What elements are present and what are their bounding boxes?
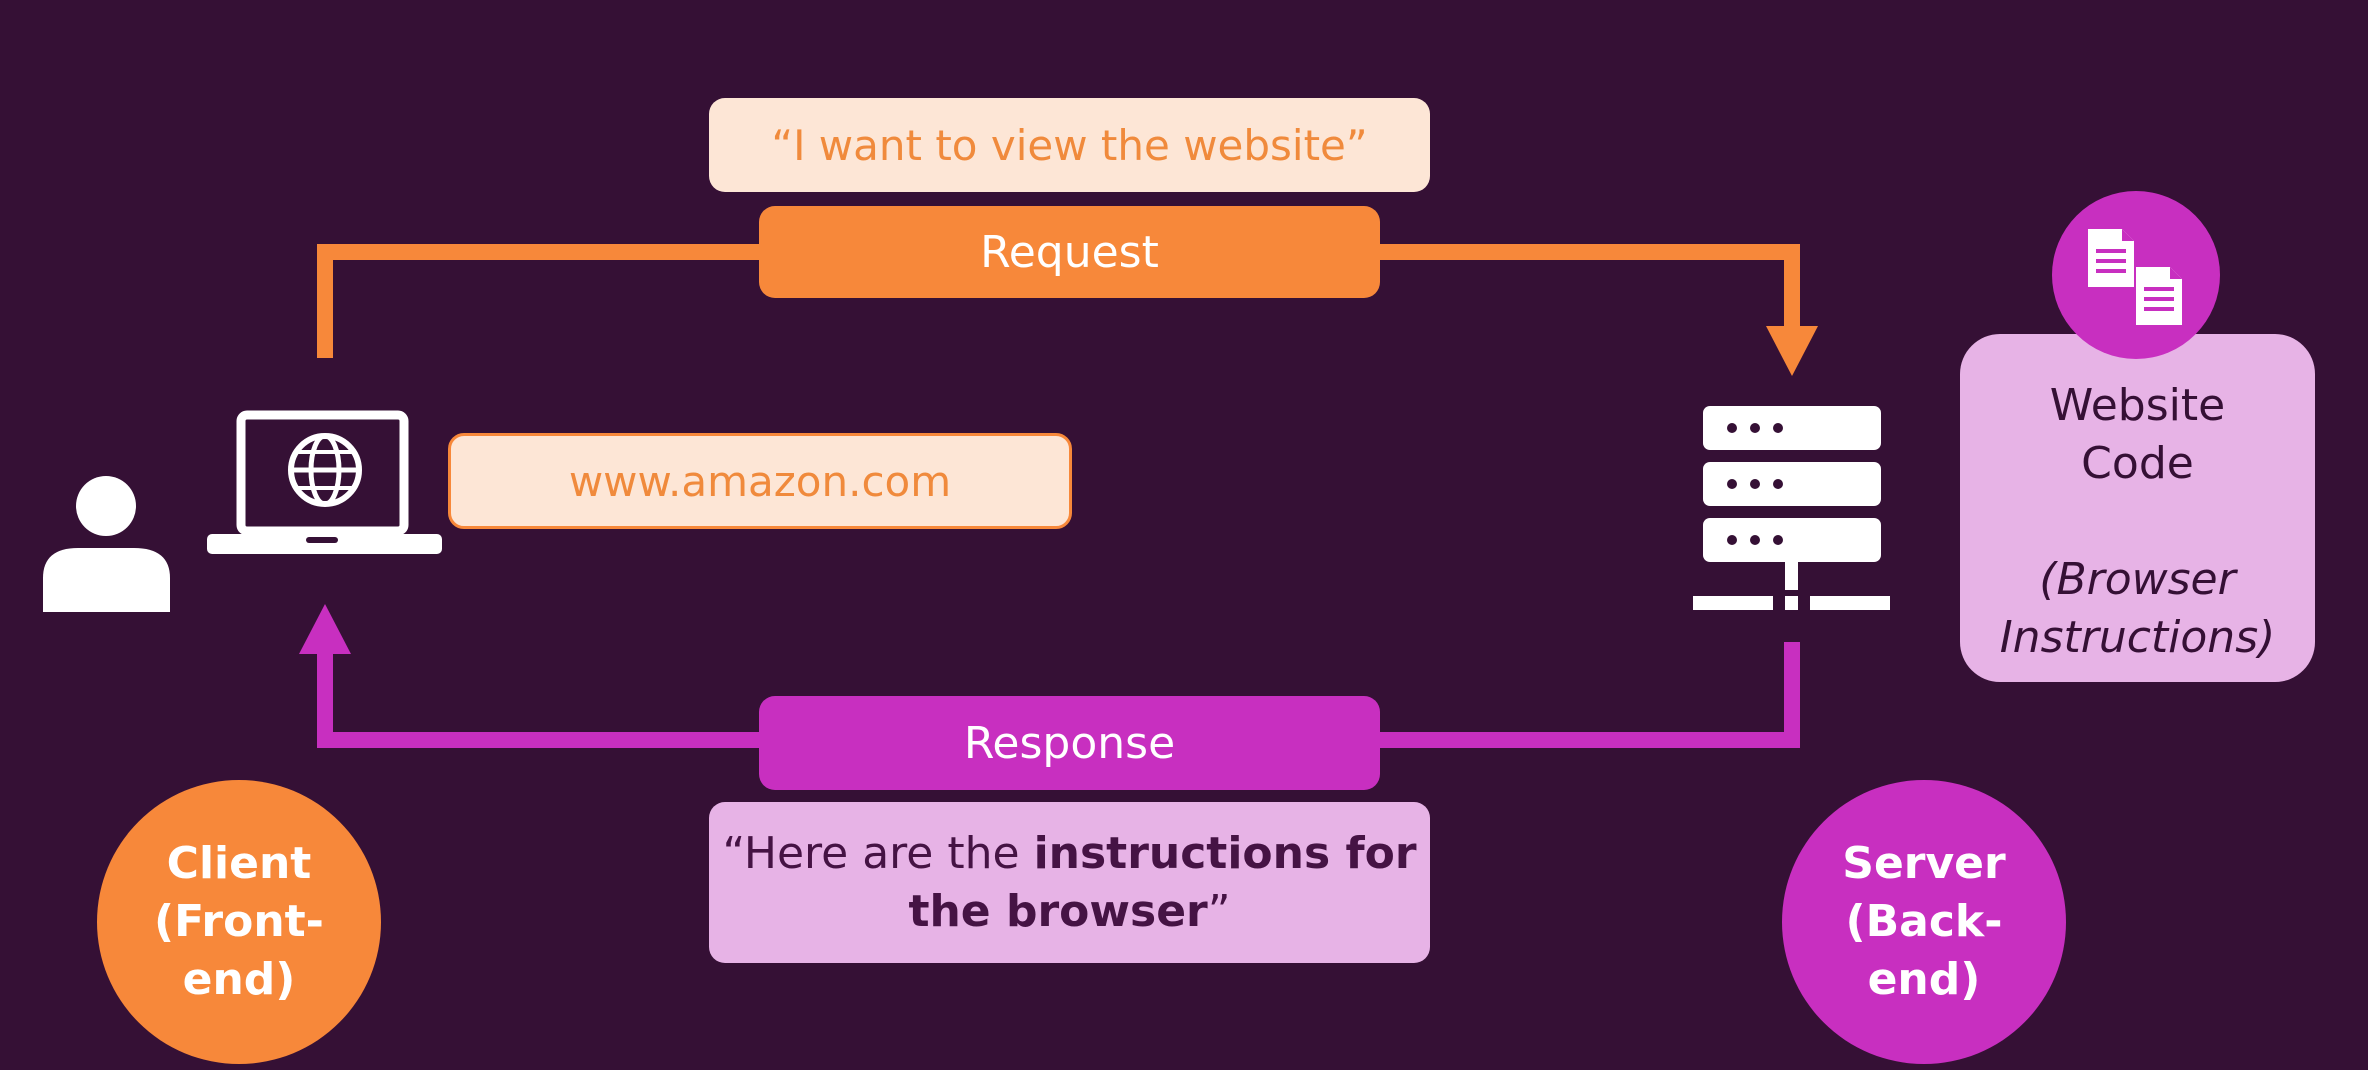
server-icon [1693,406,1890,610]
response-quote-line2: the browser” [908,883,1230,941]
server-line2: (Back- [1845,896,2003,947]
website-code-line2: Code [2081,438,2194,489]
client-line1: Client [166,838,312,889]
client-badge: Client (Front- end) [97,780,381,1064]
response-arrowhead [299,604,351,654]
client-line3: end) [182,954,296,1005]
request-label: Request [759,206,1380,298]
server-line1: Server [1842,838,2006,889]
response-quote-line1: “Here are the instructions for [722,825,1416,883]
response-quote: “Here are the instructions for the brows… [709,802,1430,963]
website-code-line1: Website [2049,380,2226,431]
browser-instructions-line1: (Browser [2039,554,2236,605]
request-arrowhead [1766,326,1818,376]
response-quote-bold2: the browser [908,885,1208,937]
laptop-globe-icon [207,410,442,554]
documents-icon [2088,229,2182,325]
documents-badge [2052,191,2220,359]
browser-instructions-line2: Instructions) [1999,612,2276,663]
response-quote-bold1: instructions for [1033,827,1417,879]
website-code-box: Website Code (Browser Instructions) [1960,334,2315,682]
response-quote-plain-end: ” [1207,885,1231,937]
response-label: Response [759,696,1380,790]
client-line2: (Front- [154,896,324,947]
user-icon [43,476,170,612]
request-quote: “I want to view the website” [709,98,1430,192]
server-line3: end) [1867,954,1981,1005]
server-badge: Server (Back- end) [1782,780,2066,1064]
response-quote-plain-start: “Here are the [722,827,1034,879]
url-box: www.amazon.com [448,433,1072,529]
